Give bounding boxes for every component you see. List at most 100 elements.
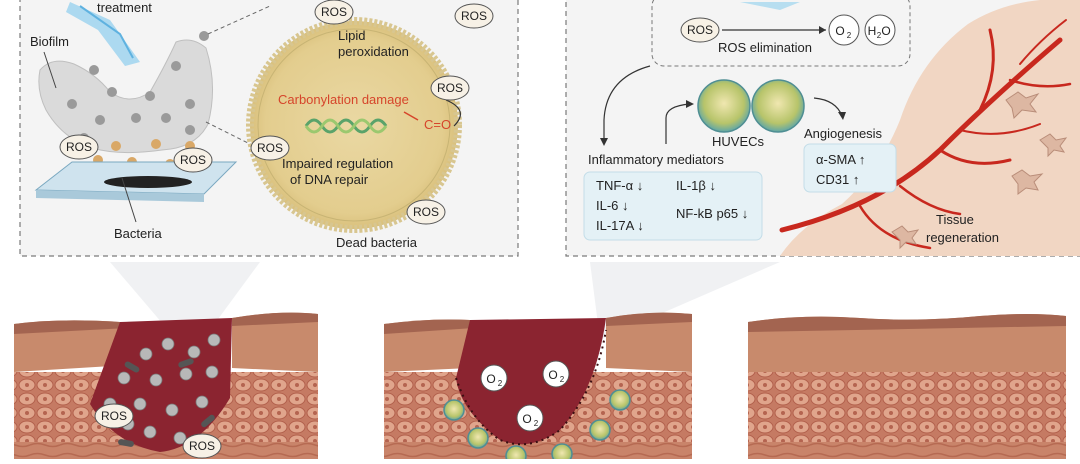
ros-elimination-label: ROS elimination (718, 40, 812, 55)
o2-molecule: O 2 (542, 360, 570, 388)
arrow-head (819, 26, 826, 34)
skin-surface (384, 319, 474, 334)
treatment-label: treatment (97, 0, 152, 15)
svg-text:O: O (486, 372, 495, 386)
antibacterial-panel: treatment Biofilm Bacteria ROS ROS (19, 0, 519, 257)
skin-surface (14, 320, 128, 334)
flow-arrow (603, 65, 651, 142)
dermis-layer (748, 442, 1066, 459)
biofilm-pointer (43, 51, 57, 89)
ros-bubble: ROS (182, 433, 222, 459)
svg-text:ROS: ROS (257, 141, 283, 155)
skin-surface (606, 312, 692, 326)
substrate-edge (36, 190, 204, 202)
arrow-head (838, 112, 846, 120)
blood-vessels (779, 19, 1072, 250)
marker-tnf: TNF-α ↓ (596, 178, 643, 193)
svg-text:H: H (868, 24, 877, 38)
skin-healing-wound: O 2 O 2 O 2 (384, 312, 692, 464)
svg-text:ROS: ROS (180, 153, 206, 167)
svg-text:ROS: ROS (101, 409, 127, 423)
svg-text:2: 2 (847, 31, 852, 40)
ros-bubble: ROS (59, 134, 99, 160)
ros-bubble: ROS (454, 3, 494, 29)
nanoparticles-cluster (103, 333, 221, 445)
svg-text:ROS: ROS (189, 439, 215, 453)
dead-bacteria-label: Dead bacteria (336, 235, 418, 250)
epidermis (232, 312, 318, 372)
inflammatory-marker-box (583, 171, 763, 241)
svg-text:2: 2 (560, 375, 565, 384)
svg-text:2: 2 (498, 379, 503, 388)
svg-text:O: O (548, 368, 557, 382)
reaction-arrow (445, 99, 461, 127)
carbonyl-group-label: C=O (424, 117, 451, 132)
lipid-peroxidation-label-1: Lipid (338, 28, 365, 43)
skin-infected-wound: ROS ROS (14, 312, 318, 459)
bacteria-label: Bacteria (114, 226, 162, 241)
zoom-cone (110, 262, 260, 330)
ros-bubble: ROS (173, 147, 213, 173)
bacteria-rods (118, 358, 215, 447)
lipid-peroxidation-label-2: peroxidation (338, 44, 409, 59)
angiogenesis-label: Angiogenesis (804, 126, 883, 141)
wound-margin (455, 329, 607, 446)
huvecs-label: HUVECs (712, 134, 765, 149)
wound-bed (456, 318, 606, 445)
ros-bubble: ROS (430, 75, 470, 101)
marker-il6: IL-6 ↓ (596, 198, 629, 213)
tissue-label-1: Tissue (936, 212, 974, 227)
healing-panel: Tissue regeneration ROS O 2 H 2 O ROS el… (565, 0, 1080, 257)
svg-text:2: 2 (534, 419, 539, 428)
marker-il17a: IL-17A ↓ (596, 218, 644, 233)
arrow-head (686, 100, 694, 108)
skin-surface (748, 314, 1066, 332)
ros-bubble: ROS (406, 199, 446, 225)
carbonyl-bond (403, 111, 419, 121)
arrow-head (600, 138, 608, 146)
carbonylation-damage-label: Carbonylation damage (278, 92, 409, 107)
marker-asma: α-SMA ↑ (816, 152, 865, 167)
marker-cd31: CD31 ↑ (816, 172, 859, 187)
spray-treatment-icon (66, 2, 140, 66)
svg-text:O: O (835, 24, 844, 38)
ros-bubble: ROS (250, 135, 290, 161)
skin-healed (748, 314, 1066, 459)
ros-bubble: ROS (314, 0, 354, 25)
svg-text:O: O (522, 412, 531, 426)
svg-text:ROS: ROS (461, 9, 487, 23)
svg-text:ROS: ROS (66, 140, 92, 154)
dna-repair-label-1: Impaired regulation (282, 156, 393, 171)
svg-text:ROS: ROS (687, 23, 713, 37)
marker-nfkb: NF-kB p65 ↓ (676, 206, 748, 221)
o2-molecule: O 2 (828, 14, 860, 46)
o2-molecule: O 2 (516, 404, 544, 432)
svg-text:ROS: ROS (321, 5, 347, 19)
o2-molecule: O 2 (480, 364, 508, 392)
flow-arrow (665, 103, 691, 144)
epidermis (384, 319, 480, 372)
angiogenesis-marker-box (803, 143, 897, 193)
biofilm-shadow (104, 176, 192, 188)
fibroblasts (891, 91, 1068, 250)
biofilm-label: Biofilm (30, 34, 69, 49)
h2o-molecule: H 2 O (864, 14, 896, 46)
nanoparticles-cluster (67, 31, 209, 143)
marker-il1b: IL-1β ↓ (676, 178, 716, 193)
ros-elimination-box (651, 0, 911, 67)
dna-strand-icon (304, 118, 388, 134)
huvec-cells (697, 79, 805, 133)
inflammatory-mediators-label: Inflammatory mediators (588, 152, 724, 167)
dna-repair-label-2: of DNA repair (290, 172, 369, 187)
spray-icon (740, 2, 800, 10)
tissue-label-2: regeneration (926, 230, 999, 245)
zoom-line (207, 5, 271, 35)
skin-surface (232, 312, 318, 326)
svg-text:2: 2 (877, 31, 882, 40)
bacteria-pointer (121, 177, 137, 223)
dermis-layer (384, 442, 692, 459)
svg-text:ROS: ROS (437, 81, 463, 95)
svg-text:O: O (881, 24, 890, 38)
